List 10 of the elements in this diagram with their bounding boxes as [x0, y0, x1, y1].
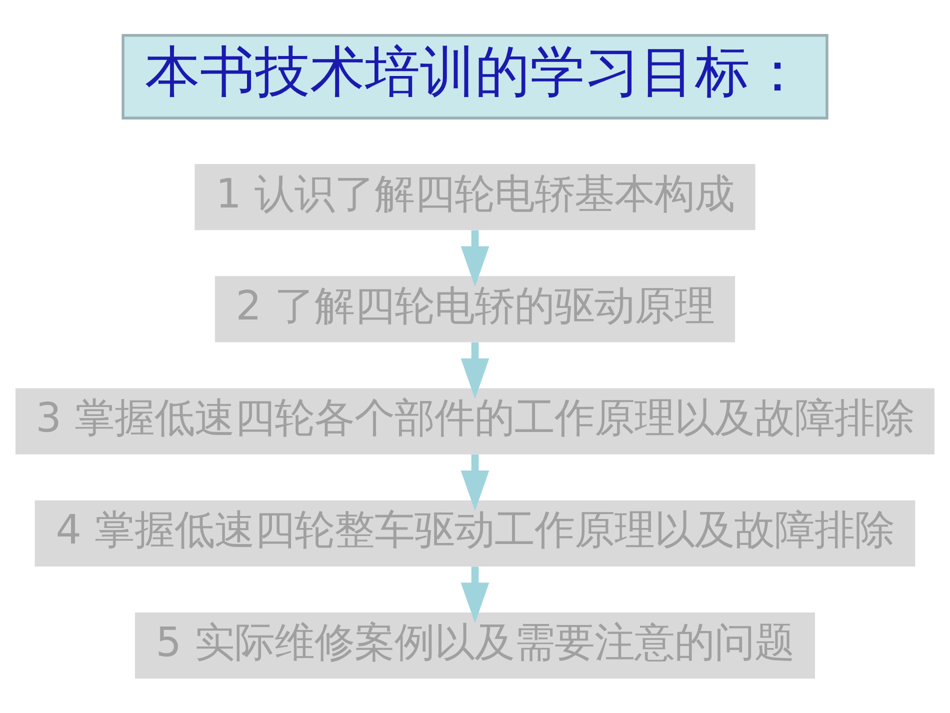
arrow [460, 566, 490, 623]
node-box: 4 掌握低速四轮整车驱动工作原理以及故障排除 [34, 500, 916, 566]
node-box: 本书技术培训的学习目标： [122, 33, 828, 119]
arrow [460, 230, 490, 286]
node-box: 5 实际维修案例以及需要注意的问题 [134, 612, 816, 678]
node-box: 3 掌握低速四轮各个部件的工作原理以及故障排除 [16, 388, 934, 454]
node-box: 1 认识了解四轮电轿基本构成 [194, 164, 756, 230]
arrow [460, 342, 490, 398]
arrow [460, 454, 490, 511]
node-box: 2 了解四轮电轿的驱动原理 [214, 276, 736, 342]
